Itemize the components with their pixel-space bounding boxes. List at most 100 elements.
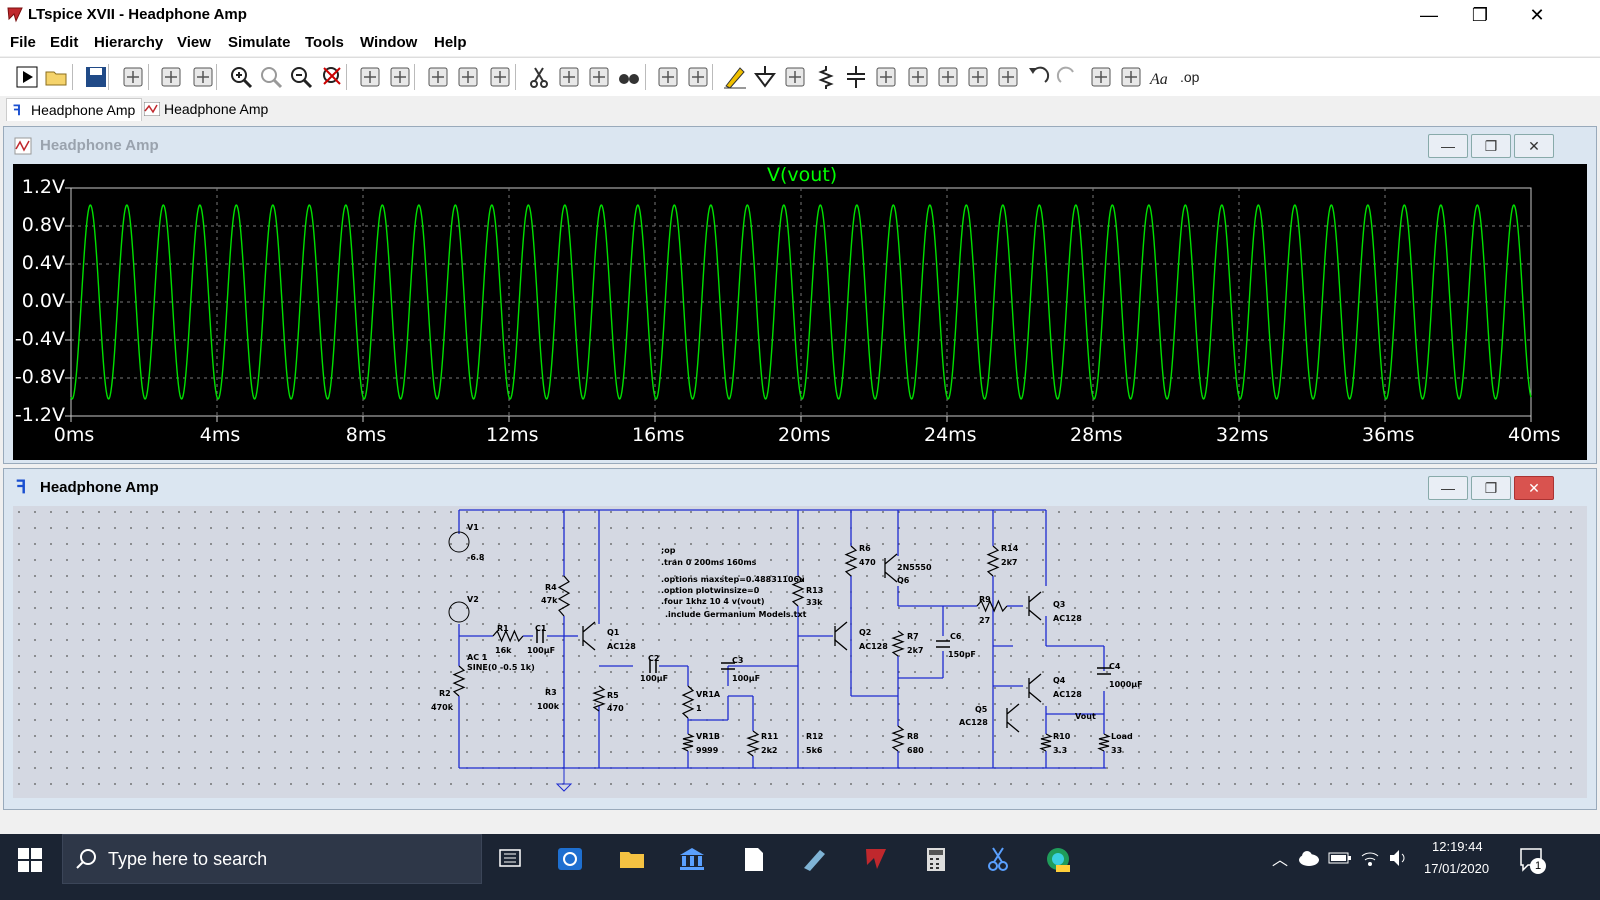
voltage-source-symbol[interactable] (448, 531, 470, 553)
trace-label[interactable]: V(vout) (767, 164, 838, 186)
document-icon[interactable] (740, 846, 768, 872)
cloud-icon[interactable] (1298, 850, 1320, 866)
print-icon[interactable] (685, 64, 711, 90)
menu-view[interactable]: View (177, 34, 211, 51)
resistor-symbol[interactable] (492, 629, 524, 643)
spice-directive-icon[interactable]: .op (1178, 64, 1204, 90)
rotate-icon[interactable] (1088, 64, 1114, 90)
drag-icon[interactable] (995, 64, 1021, 90)
control-panel-icon[interactable] (120, 64, 146, 90)
transistor-symbol[interactable] (582, 621, 596, 651)
chevron-up-icon[interactable]: ︿ (1272, 852, 1289, 869)
ltspice-icon[interactable] (862, 846, 890, 872)
transistor-symbol[interactable] (1006, 703, 1020, 733)
waveform-icon[interactable] (387, 64, 413, 90)
copy-icon[interactable] (556, 64, 582, 90)
resistor-symbol[interactable] (746, 730, 760, 757)
edge-dev-icon[interactable] (1044, 846, 1072, 872)
capacitor-symbol[interactable] (721, 662, 735, 670)
transistor-symbol[interactable] (1028, 591, 1042, 621)
text-icon[interactable]: Aa (1148, 64, 1174, 90)
zoom-in-icon[interactable] (228, 64, 254, 90)
resistor-symbol[interactable] (592, 685, 606, 712)
minimize-button[interactable]: — (1420, 5, 1438, 25)
menu-hierarchy[interactable]: Hierarchy (94, 34, 164, 51)
schematic-minimize-button[interactable]: — (1428, 476, 1468, 500)
zoom-area-icon[interactable] (258, 64, 284, 90)
tile-vertical-icon[interactable] (487, 64, 513, 90)
cascade-icon[interactable] (455, 64, 481, 90)
schematic-maximize-button[interactable]: ❐ (1471, 476, 1511, 500)
capacitor-symbol[interactable] (936, 640, 950, 648)
redo-icon[interactable] (1055, 64, 1081, 90)
zoom-out-icon[interactable] (288, 64, 314, 90)
tab-schematic[interactable]: ꟻ Headphone Amp (6, 98, 143, 121)
draw-wire-icon[interactable] (722, 64, 748, 90)
transistor-symbol[interactable] (834, 621, 848, 651)
resistor-symbol[interactable] (976, 599, 1008, 613)
menu-tools[interactable]: Tools (305, 34, 344, 51)
resistor-symbol[interactable] (681, 733, 695, 752)
undo-icon[interactable] (1025, 64, 1051, 90)
spice-directive[interactable]: .options maxstep=0.48831106u (661, 575, 805, 584)
capacitor-symbol[interactable] (1097, 667, 1111, 675)
volume-icon[interactable] (1388, 848, 1410, 868)
file-explorer-icon[interactable] (618, 846, 646, 872)
resistor-symbol[interactable] (791, 575, 805, 607)
menu-simulate[interactable]: Simulate (228, 34, 291, 51)
task-view-icon[interactable] (496, 846, 524, 872)
waveform-close-button[interactable]: ✕ (1514, 134, 1554, 158)
diode-icon[interactable] (905, 64, 931, 90)
resistor-symbol[interactable] (1097, 733, 1111, 752)
resistor-symbol[interactable] (891, 725, 905, 752)
run-icon[interactable] (14, 64, 40, 90)
bank-icon[interactable] (678, 846, 706, 872)
spice-directive[interactable]: .tran 0 200ms 160ms (661, 558, 757, 567)
menu-edit[interactable]: Edit (50, 34, 79, 51)
label-net-icon[interactable] (782, 64, 808, 90)
resistor-symbol[interactable] (557, 575, 571, 617)
spice-directive[interactable]: .four 1khz 10 4 v(vout) (661, 597, 765, 606)
resistor-symbol[interactable] (891, 630, 905, 657)
open-icon[interactable] (44, 64, 70, 90)
zoom-cancel-icon[interactable] (320, 64, 346, 90)
spice-directive[interactable]: .option plotwinsize=0 (661, 586, 760, 595)
sync-icon[interactable] (556, 846, 584, 872)
inductor-icon[interactable] (873, 64, 899, 90)
ground-icon[interactable] (752, 64, 778, 90)
pan-hand-icon[interactable] (190, 64, 216, 90)
taskbar-search-box[interactable]: Type here to search (62, 834, 482, 884)
run-man-icon[interactable] (158, 64, 184, 90)
spice-directive[interactable]: ;op (661, 546, 676, 555)
paste-icon[interactable] (586, 64, 612, 90)
cut-icon[interactable] (526, 64, 552, 90)
component-icon[interactable] (935, 64, 961, 90)
tab-waveform[interactable]: Headphone Amp (140, 98, 268, 120)
menu-window[interactable]: Window (360, 34, 418, 51)
clock-date[interactable]: 17/01/2020 (1424, 861, 1490, 876)
capacitor-icon[interactable] (843, 64, 869, 90)
menu-help[interactable]: Help (434, 34, 467, 51)
tile-horizontal-icon[interactable] (425, 64, 451, 90)
schematic-canvas[interactable]: ;op .tran 0 200ms 160ms .options maxstep=0… (13, 506, 1587, 798)
menu-file[interactable]: File (10, 34, 36, 51)
clock-time[interactable]: 12:19:44 (1432, 839, 1483, 854)
resistor-icon[interactable] (813, 64, 839, 90)
wifi-icon[interactable] (1360, 848, 1380, 868)
maximize-button[interactable]: ❐ (1471, 5, 1489, 25)
snipping-tool-icon[interactable] (984, 846, 1012, 872)
capacitor-symbol[interactable] (536, 629, 544, 643)
mirror-icon[interactable] (1118, 64, 1144, 90)
resistor-symbol[interactable] (986, 545, 1000, 577)
transistor-symbol[interactable] (884, 553, 898, 583)
waveform-maximize-button[interactable]: ❐ (1471, 134, 1511, 158)
schematic-close-button[interactable]: ✕ (1514, 476, 1554, 500)
notification-icon[interactable] (1518, 846, 1544, 872)
windows-start-icon[interactable] (18, 848, 42, 872)
voltage-source-symbol[interactable] (448, 601, 470, 623)
print-setup-icon[interactable] (655, 64, 681, 90)
move-icon[interactable] (965, 64, 991, 90)
spice-directive[interactable]: .include Germanium Models.txt (665, 610, 807, 619)
transistor-symbol[interactable] (1028, 673, 1042, 703)
